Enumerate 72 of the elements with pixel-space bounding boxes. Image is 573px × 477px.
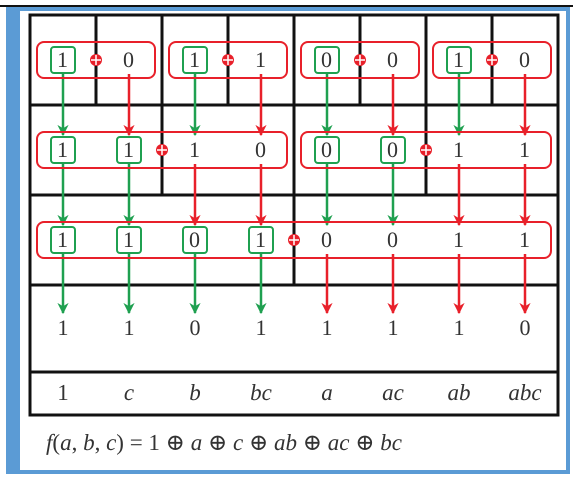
monomial-label: a	[320, 380, 334, 406]
arrow	[189, 164, 201, 226]
selected-value: 0	[380, 136, 406, 164]
monomial-label: 1	[56, 380, 70, 406]
monomial-label: c	[122, 380, 136, 406]
value: 1	[182, 136, 208, 164]
arrow	[255, 164, 267, 226]
arrow	[57, 254, 69, 314]
value: 1	[512, 226, 538, 254]
formula: f(a, b, c) = 1 ⊕ a ⊕ c ⊕ ab ⊕ ac ⊕ bc	[46, 429, 402, 457]
selected-value: 1	[116, 136, 142, 164]
value: 1	[380, 314, 406, 342]
selected-value: 1	[446, 46, 472, 74]
arrow	[453, 74, 465, 136]
group-outline	[300, 131, 552, 169]
arrow	[387, 164, 399, 226]
arrow	[123, 164, 135, 226]
group-outline	[432, 41, 552, 79]
monomial-label: ab	[446, 380, 472, 406]
arrow	[189, 74, 201, 136]
value: 0	[182, 314, 208, 342]
group-outline	[168, 41, 288, 79]
value: 0	[314, 226, 340, 254]
selected-value: 1	[50, 136, 76, 164]
arrow	[57, 74, 69, 136]
arrow	[519, 74, 531, 136]
arrow	[255, 254, 267, 314]
arrow	[57, 164, 69, 226]
arrow	[321, 74, 333, 136]
arrow	[189, 254, 201, 314]
value: 1	[50, 314, 76, 342]
value: 0	[380, 46, 406, 74]
arrow	[123, 254, 135, 314]
value: 1	[116, 314, 142, 342]
group-outline	[36, 41, 156, 79]
value: 1	[446, 314, 472, 342]
value: 1	[248, 46, 274, 74]
arrow	[321, 254, 333, 314]
arrow	[453, 254, 465, 314]
value: 1	[446, 136, 472, 164]
selected-value: 0	[182, 226, 208, 254]
group-outline	[36, 221, 552, 259]
value: 0	[512, 314, 538, 342]
arrow	[387, 254, 399, 314]
selected-value: 0	[314, 46, 340, 74]
selected-value: 1	[116, 226, 142, 254]
group-outline	[36, 131, 288, 169]
value: 0	[248, 136, 274, 164]
selected-value: 1	[182, 46, 208, 74]
monomial-label: ac	[381, 380, 405, 406]
arrow	[453, 164, 465, 226]
value: 1	[446, 226, 472, 254]
selected-value: 1	[248, 226, 274, 254]
arrow	[321, 164, 333, 226]
value: 1	[512, 136, 538, 164]
arrow	[519, 164, 531, 226]
value: 1	[248, 314, 274, 342]
monomial-label: bc	[249, 380, 273, 406]
selected-value: 0	[314, 136, 340, 164]
arrow	[387, 74, 399, 136]
monomial-label: abc	[507, 380, 543, 406]
value: 1	[314, 314, 340, 342]
value: 0	[116, 46, 142, 74]
group-outline	[300, 41, 420, 79]
arrow	[255, 74, 267, 136]
selected-value: 1	[50, 226, 76, 254]
value: 0	[380, 226, 406, 254]
arrow	[519, 254, 531, 314]
selected-value: 1	[50, 46, 76, 74]
arrow	[123, 74, 135, 136]
monomial-label: b	[188, 380, 202, 406]
value: 0	[512, 46, 538, 74]
